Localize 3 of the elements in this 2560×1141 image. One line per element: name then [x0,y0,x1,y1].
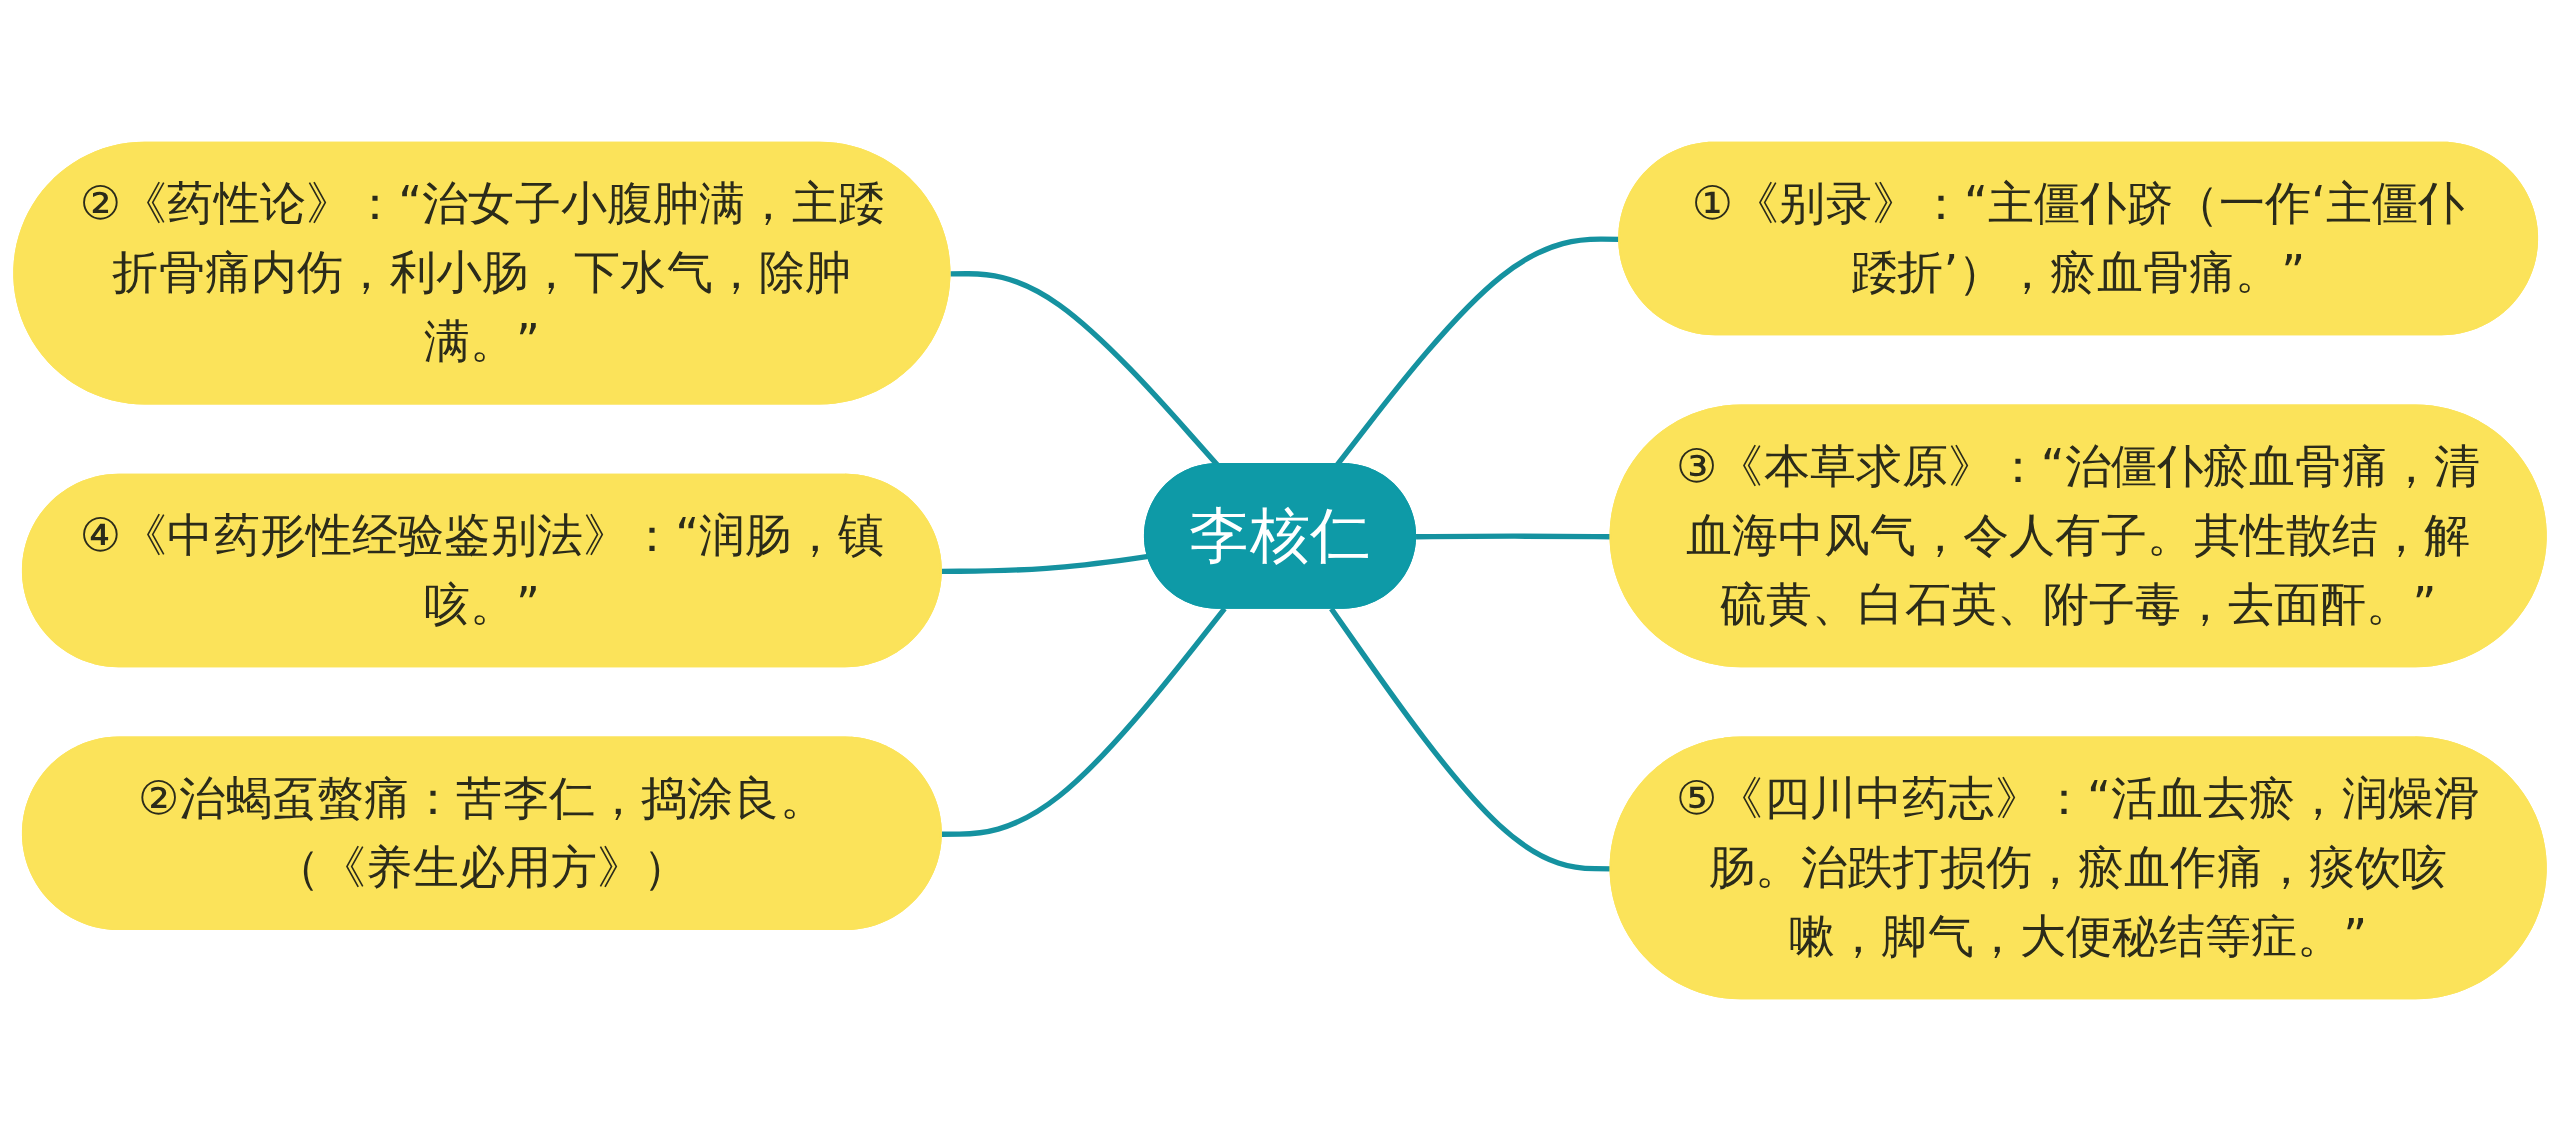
connector [941,607,1227,837]
connector [941,553,1149,575]
connector [1416,533,1612,540]
